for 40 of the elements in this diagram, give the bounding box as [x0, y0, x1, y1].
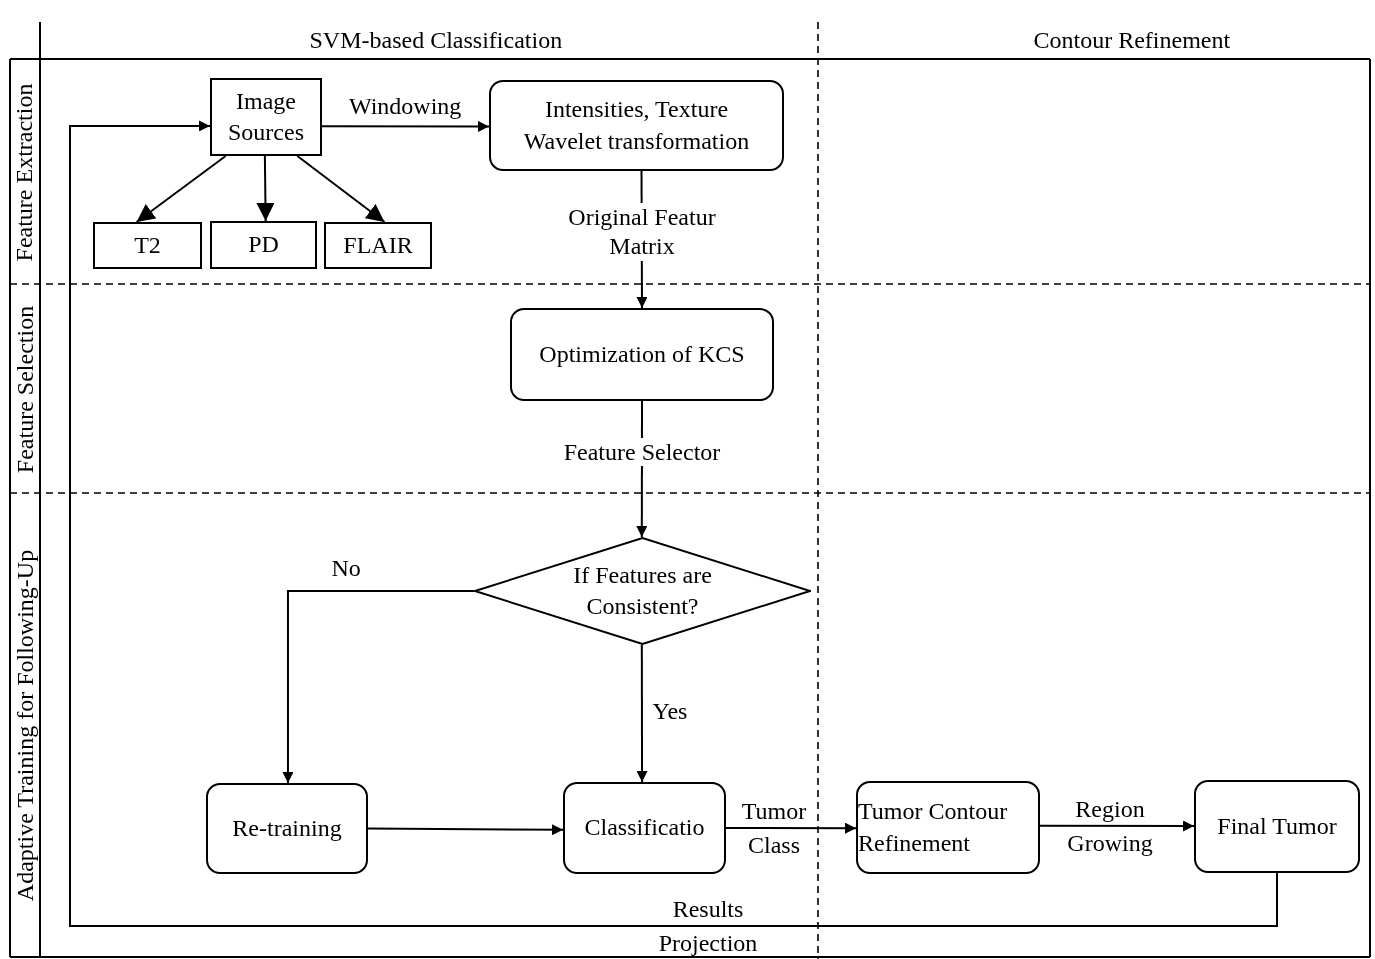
arrow — [69, 120, 1278, 927]
node-label: Final Tumor — [1217, 811, 1337, 841]
arrow — [367, 824, 564, 836]
node-label: T2 — [134, 230, 161, 260]
arrow — [636, 644, 648, 783]
arrow — [135, 155, 227, 223]
process-box — [856, 781, 1040, 874]
arrow — [725, 822, 857, 834]
node-label: Tumor Contour Refinement — [858, 797, 1009, 858]
arrow — [296, 155, 386, 223]
lane-label: Feature Selection — [11, 305, 39, 473]
arrow — [256, 155, 275, 222]
column-header: Contour Refinement — [1033, 25, 1231, 55]
edge-label: Region Growing — [1066, 795, 1154, 858]
process-box — [1194, 780, 1360, 873]
node-label: FLAIR — [343, 230, 413, 260]
node-label: PD — [248, 230, 279, 260]
process-box — [210, 221, 317, 269]
arrow — [282, 590, 475, 784]
lane-label: Feature Extraction — [11, 83, 39, 261]
process-box — [93, 222, 202, 269]
node-label: If Features are Consistent? — [572, 560, 713, 621]
lane-label: Adaptive Training for Following-Up — [11, 549, 39, 901]
arrow — [321, 120, 490, 132]
node-label: Classificatio — [584, 813, 705, 843]
edge-label: Results Projection — [657, 895, 759, 958]
process-box — [510, 308, 774, 401]
node-label: Image Sources — [227, 86, 305, 147]
column-header: SVM-based Classification — [309, 25, 563, 55]
node-label: Optimization of KCS — [539, 339, 745, 369]
process-box — [489, 80, 784, 171]
process-box — [210, 78, 322, 156]
arrow — [1039, 820, 1195, 832]
decision-diamond — [474, 537, 811, 645]
edge-label: Tumor Class — [740, 797, 808, 860]
process-box — [324, 222, 432, 269]
node-label: Intensities, Texture Wavelet transformation — [522, 95, 751, 156]
process-box — [563, 782, 726, 874]
process-box — [206, 783, 368, 874]
node-label: Re-training — [232, 813, 342, 843]
